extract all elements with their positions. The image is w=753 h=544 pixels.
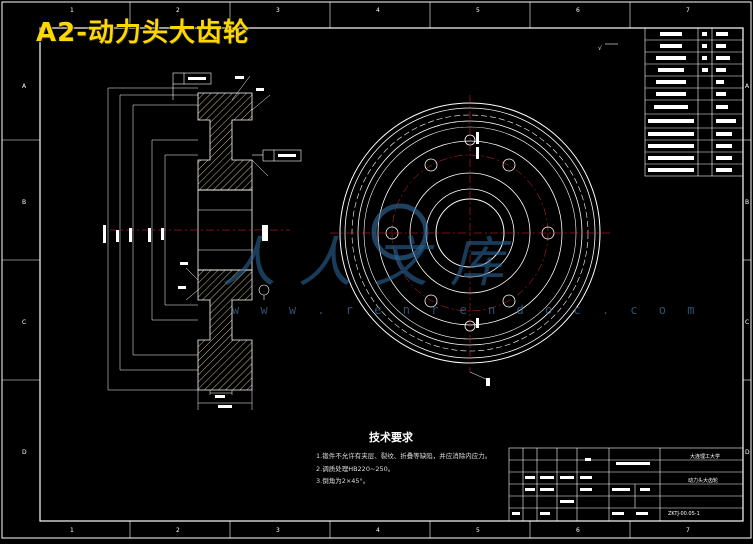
svg-text:1: 1 [70,527,74,534]
svg-text:D: D [745,449,750,456]
title-block-drawing-no: ZKTJ-00.05-1 [668,511,700,517]
svg-text:A: A [745,83,750,90]
technical-requirements-heading: 技术要求 [369,431,413,444]
title-block-glyphs [512,458,650,515]
watermark-url: w w w . r e n r e n d o c . c o m [232,303,702,317]
title-block-company: 大连理工大学 [690,454,721,460]
zone-numbers: 1 2 3 4 5 6 7 1 2 3 4 5 6 7 A B C D A B C D [22,7,750,534]
svg-text:B: B [745,199,749,206]
overlay-title: A2-动力头大齿轮 [36,18,251,48]
svg-text:7: 7 [686,527,690,534]
svg-text:C: C [22,319,26,326]
svg-text:6: 6 [576,7,580,14]
title-block-part-name: 动力头大齿轮 [688,478,719,484]
svg-text:4: 4 [376,527,380,534]
svg-text:A: A [22,83,27,90]
svg-text:5: 5 [476,527,480,534]
gear-parameter-table [644,27,744,177]
requirement-item: 1.锻件不允许有夹层、裂纹、折叠等缺陷，并应消除内应力。 [316,452,492,460]
svg-text:C: C [745,319,749,326]
requirement-item: 2.调质处理HB220~250。 [316,464,395,473]
svg-text:6: 6 [576,527,580,534]
roughness-note: √ [598,45,602,52]
technical-requirements-list: 1.锻件不允许有夹层、裂纹、折叠等缺陷，并应消除内应力。 2.调质处理HB220… [316,450,501,488]
svg-text:B: B [22,199,26,206]
inner-frame [39,27,744,522]
svg-text:D: D [22,449,27,456]
section-view [103,72,302,410]
watermark-logo [371,203,429,261]
svg-text:1: 1 [70,7,74,14]
watermark-chinese: 人人文库 [222,231,526,294]
svg-text:2: 2 [176,527,180,534]
svg-text:2: 2 [176,7,180,14]
svg-text:5: 5 [476,7,480,14]
svg-text:7: 7 [686,7,690,14]
title-block [508,447,744,522]
requirement-item: 3.倒角为2×45°。 [316,477,370,485]
svg-text:3: 3 [276,7,280,14]
svg-text:4: 4 [376,7,380,14]
svg-text:3: 3 [276,527,280,534]
front-view [330,95,610,386]
table-glyphs [648,32,736,172]
